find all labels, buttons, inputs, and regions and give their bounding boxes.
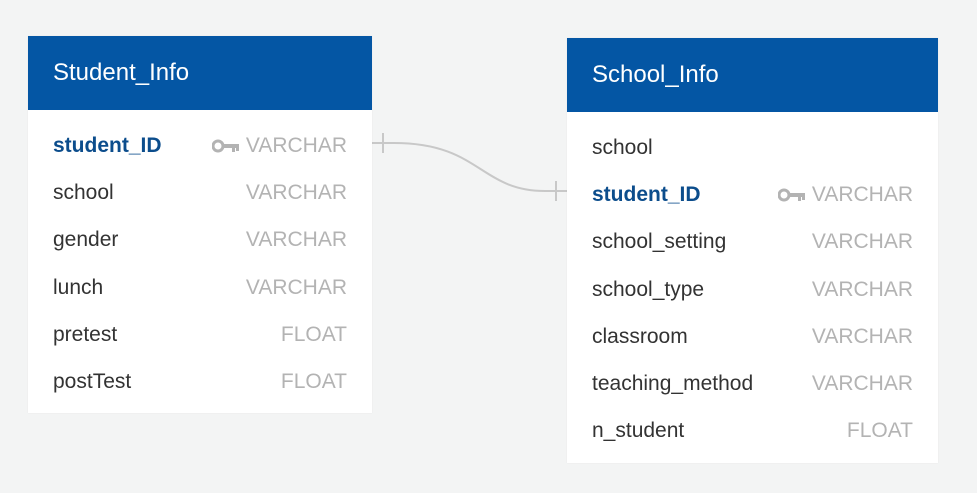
column-row-posttest[interactable]: postTest FLOAT [28, 358, 372, 405]
column-row-gender[interactable]: gender VARCHAR [28, 217, 372, 264]
column-type: VARCHAR [245, 275, 347, 299]
table-title: School_Info [592, 61, 719, 88]
column-name: school_type [592, 277, 705, 301]
column-row-pretest[interactable]: pretest FLOAT [28, 311, 372, 358]
column-name: postTest [53, 370, 132, 394]
column-row-classroom[interactable]: classroom VARCHAR [567, 313, 938, 360]
column-type: VARCHAR [811, 372, 913, 396]
key-icon [208, 139, 240, 153]
column-name: lunch [53, 275, 104, 299]
column-type: VARCHAR [245, 228, 347, 252]
table-header: School_Info [567, 38, 938, 112]
column-type: FLOAT [280, 322, 347, 346]
key-icon [774, 188, 806, 202]
relationship-line [372, 142, 567, 192]
table-header: Student_Info [28, 36, 372, 110]
column-type: FLOAT [280, 370, 347, 394]
column-row-student-id[interactable]: student_ID VARCHAR [28, 122, 372, 169]
column-name: student_ID [53, 133, 162, 157]
column-name: school_setting [592, 230, 727, 254]
column-name: n_student [592, 419, 685, 443]
column-row-school-type[interactable]: school_type VARCHAR [567, 266, 938, 313]
column-row-teaching-method[interactable]: teaching_method VARCHAR [567, 360, 938, 407]
column-row-school-setting[interactable]: school_setting VARCHAR [567, 219, 938, 266]
column-name: gender [53, 228, 119, 252]
column-name: pretest [53, 322, 118, 346]
column-type: FLOAT [846, 419, 913, 443]
column-name: school [592, 135, 653, 159]
column-name: student_ID [592, 182, 701, 206]
column-type: VARCHAR [245, 180, 347, 204]
column-row-lunch[interactable]: lunch VARCHAR [28, 264, 372, 311]
column-row-school[interactable]: school VARCHAR [28, 169, 372, 216]
column-name: classroom [592, 324, 688, 348]
column-name: school [53, 180, 114, 204]
column-type: VARCHAR [811, 230, 913, 254]
column-type: VARCHAR [811, 324, 913, 348]
column-name: teaching_method [592, 372, 754, 396]
column-row-student-id[interactable]: student_ID VARCHAR [567, 171, 938, 218]
column-row-n-student[interactable]: n_student FLOAT [567, 408, 938, 455]
column-type: VARCHAR [811, 277, 913, 301]
table-title: Student_Info [53, 59, 190, 86]
column-type: VARCHAR [245, 133, 347, 157]
column-row-school[interactable]: school [567, 124, 938, 171]
column-type: VARCHAR [811, 182, 913, 206]
